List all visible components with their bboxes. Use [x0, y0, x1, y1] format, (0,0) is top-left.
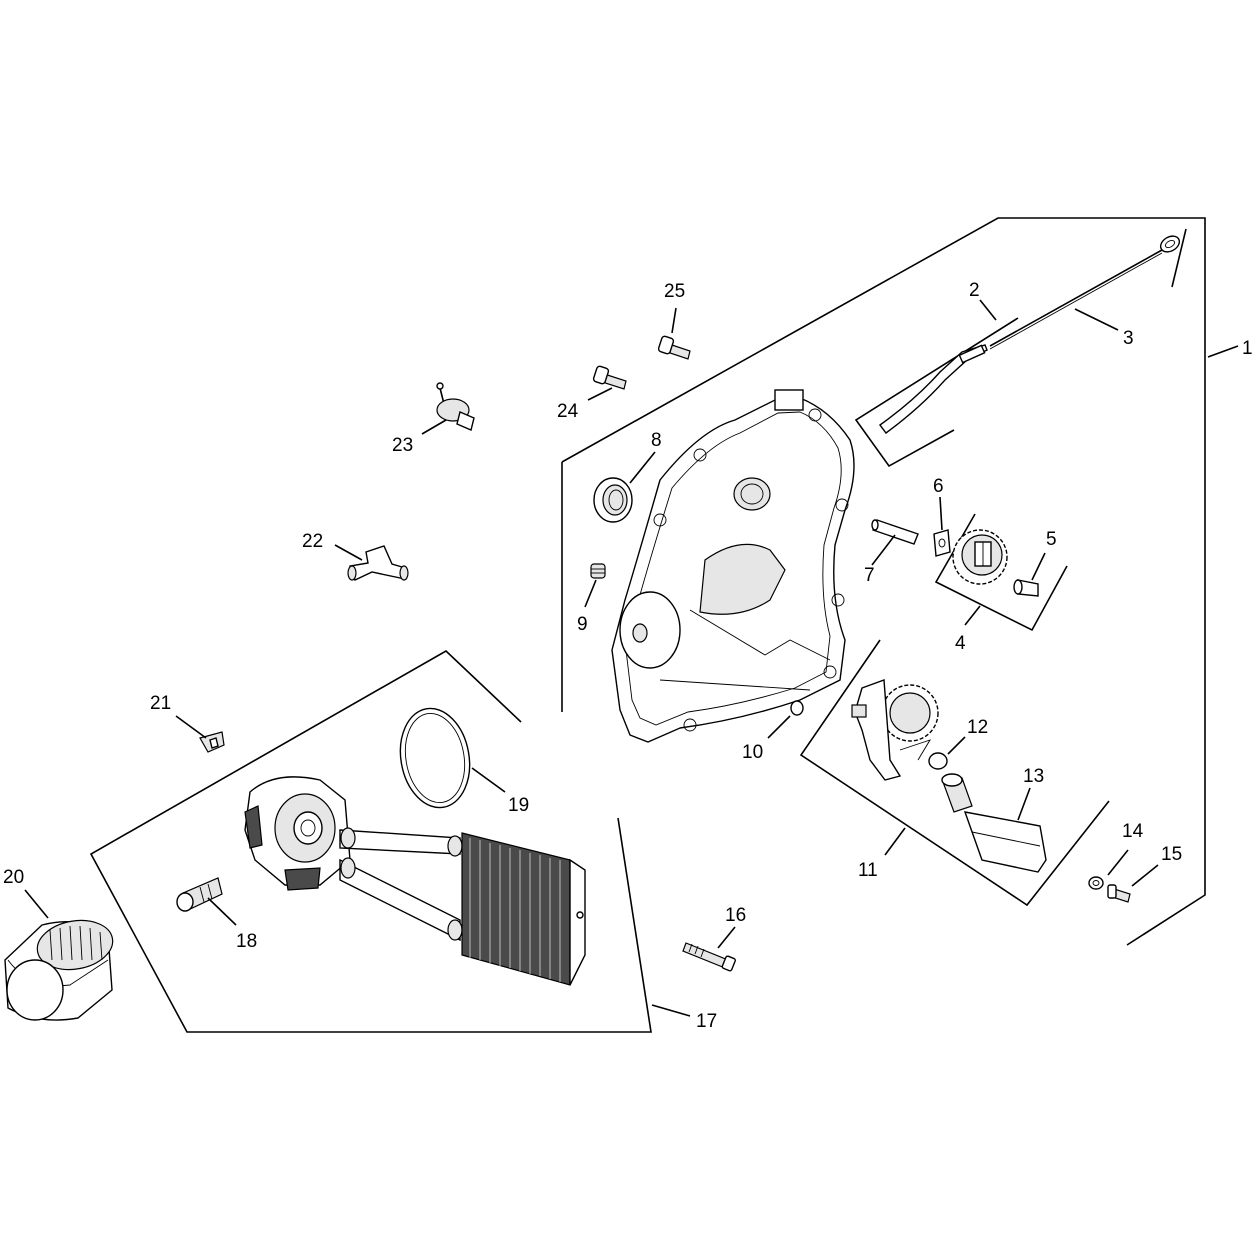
- callout-1: 1: [1242, 338, 1253, 359]
- callout-4: 4: [955, 633, 966, 654]
- group-11-boundary: [799, 639, 1110, 907]
- callout-18: 18: [236, 931, 257, 952]
- washer: [1088, 876, 1104, 890]
- callout-2: 2: [969, 280, 980, 301]
- callout-8: 8: [651, 430, 662, 451]
- oil-filter: [4, 919, 114, 1021]
- elbow-fitting: [347, 545, 409, 581]
- plug: [590, 563, 606, 579]
- group-2-boundary: [854, 228, 1187, 468]
- long-bolt: [682, 942, 736, 972]
- callout-3: 3: [1123, 328, 1134, 349]
- callout-7: 7: [864, 565, 875, 586]
- callout-6: 6: [933, 476, 944, 497]
- governor-pin: [1013, 579, 1039, 597]
- callout-20: 20: [3, 867, 24, 888]
- oil-pump-gear: [851, 679, 939, 781]
- cooler-gasket: [399, 707, 471, 809]
- governor-gear: [952, 529, 1008, 585]
- crankcase-cover: [611, 389, 855, 743]
- callout-14: 14: [1122, 821, 1144, 842]
- callout-15: 15: [1161, 844, 1182, 865]
- clip: [199, 731, 225, 753]
- dipstick: [989, 235, 1181, 350]
- oil-pressure-switch: [436, 382, 475, 431]
- dipstick-tube: [879, 344, 988, 434]
- callout-13: 13: [1023, 766, 1044, 787]
- screw-25: [657, 335, 691, 360]
- leader-lines: [24, 299, 1239, 1017]
- oil-cooler-core: [461, 832, 586, 986]
- callout-5: 5: [1046, 529, 1057, 550]
- group-1-boundary: [561, 217, 1206, 946]
- callout-17: 17: [696, 1011, 717, 1032]
- callout-23: 23: [392, 435, 413, 456]
- cooler-fitting: [176, 877, 223, 912]
- shaft: [871, 519, 919, 545]
- oil-cooler-hoses: [339, 827, 463, 942]
- callout-25: 25: [664, 281, 685, 302]
- callout-11: 11: [858, 860, 878, 881]
- callout-16: 16: [725, 905, 746, 926]
- o-ring-pump: [928, 752, 948, 770]
- callout-24: 24: [557, 401, 579, 422]
- callout-10: 10: [742, 742, 763, 763]
- callout-12: 12: [967, 717, 988, 738]
- oil-pickup: [941, 773, 1047, 873]
- screw-pump: [1107, 884, 1131, 903]
- callout-9: 9: [577, 614, 588, 635]
- oil-cooler-adapter: [244, 776, 351, 891]
- callout-19: 19: [508, 795, 529, 816]
- callout-21: 21: [150, 693, 171, 714]
- callout-22: 22: [302, 531, 323, 552]
- thrust-washer: [933, 529, 951, 557]
- callout-labels: 1 2 3 4 5 6 7 8 9 10 11 12 13 14 15 16 1…: [3, 280, 1253, 1032]
- group-17-boundary: [89, 650, 652, 1033]
- screw-24: [592, 365, 627, 390]
- oil-seal: [593, 477, 633, 523]
- o-ring-small: [790, 700, 804, 716]
